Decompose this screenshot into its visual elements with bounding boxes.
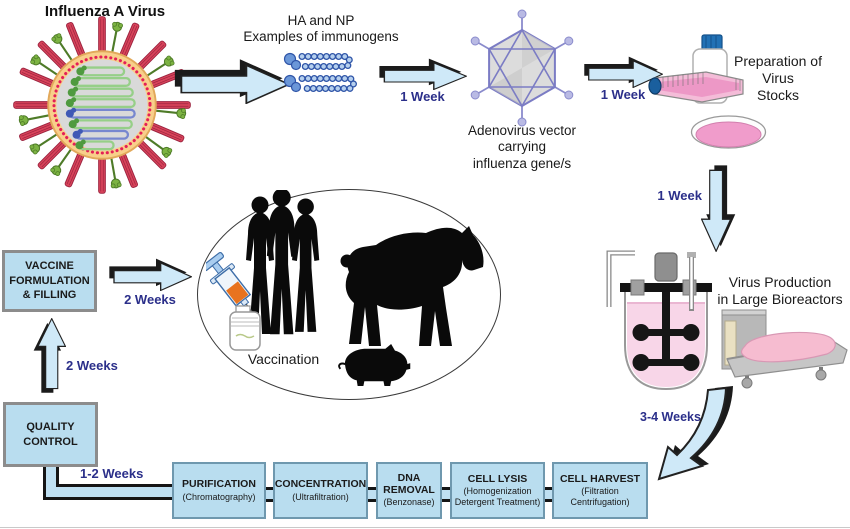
rocker-culture-bag: [740, 331, 836, 363]
duration-label-formulation: 2 Weeks: [66, 358, 118, 373]
people-silhouette: [246, 190, 320, 335]
process-box-subtitle: (Ultrafiltration): [292, 491, 349, 502]
figure-bottom-rule: [0, 527, 850, 528]
immunogen-molecules-illustration: [283, 52, 357, 93]
duration-label-stocks: 1 Week: [657, 188, 702, 203]
vaccination-caption: Vaccination: [247, 351, 320, 367]
adenovirus-caption: Adenovirus vector carrying influenza gen…: [467, 123, 577, 171]
duration-label-adenovirus: 1 Week: [600, 87, 646, 102]
arrow-quality-to-formulation: [32, 317, 67, 394]
process-box-subtitle: (Chromatography): [182, 491, 256, 502]
stirred-tank: [606, 250, 712, 391]
duration-label-vaccination: 2 Weeks: [124, 292, 176, 307]
virus-rna-caps: [65, 65, 87, 150]
virus-matrix-ring: [52, 55, 152, 155]
process-box-title: PURIFICATION: [182, 478, 256, 491]
pipe-purification-to-quality: [43, 467, 176, 500]
horse-silhouette: [340, 226, 484, 346]
bioreactors-caption: Virus Production in Large Bioreactors: [717, 274, 843, 308]
bottle-cap: [701, 34, 723, 51]
duration-label-immunogens: 1 Week: [400, 89, 445, 104]
arrow-stocks-to-bioreactors: [700, 164, 737, 253]
process-box-dna-removal: DNA REMOVAL (Benzonase): [376, 462, 442, 519]
influenza-virus-illustration: [13, 16, 191, 194]
arrow-virus-to-immunogens: [173, 57, 292, 105]
arrow-bioreactors-to-harvest: [657, 386, 733, 481]
process-box-subtitle: (Filtration Centrifugation): [570, 486, 630, 507]
process-box-title: CONCENTRATION: [274, 478, 367, 491]
pig-silhouette: [338, 343, 411, 387]
process-box-title: CELL HARVEST: [559, 472, 641, 485]
petri-dish: [690, 115, 767, 149]
arrow-formulation-to-vaccination: [108, 257, 193, 292]
process-box-title: DNA REMOVAL: [383, 472, 435, 496]
process-box-title: CELL LYSIS: [467, 472, 528, 485]
virus-rna-segments: [68, 66, 136, 151]
flask-cap: [648, 77, 662, 95]
culture-flask: [648, 71, 744, 103]
virus-stocks-caption: Preparation of Virus Stocks: [734, 53, 822, 104]
syringe-icon: [206, 252, 256, 317]
process-box-cell-lysis: CELL LYSIS (Homogenization Detergent Tre…: [450, 462, 545, 519]
quality-control-box: QUALITY CONTROL: [3, 402, 98, 467]
duration-label-harvest: 3-4 Weeks: [640, 410, 701, 424]
duration-label-quality: 1-2 Weeks: [80, 466, 144, 481]
bioreactor-illustration: [606, 250, 848, 391]
pipe-celllysis-cellharvest: [543, 487, 554, 502]
process-box-purification: PURIFICATION (Chromatography): [172, 462, 266, 519]
arrow-adenovirus-to-stocks: [583, 55, 664, 89]
vaccine-formulation-box: VACCINE FORMULATION & FILLING: [2, 250, 97, 312]
process-box-subtitle: (Benzonase): [383, 497, 435, 508]
process-box-concentration: CONCENTRATION (Ultrafiltration): [273, 462, 368, 519]
arrow-immunogens-to-adenovirus: [378, 57, 468, 91]
process-box-cell-harvest: CELL HARVEST (Filtration Centrifugation): [552, 462, 648, 519]
immunogens-caption: HA and NP Examples of immunogens: [243, 13, 399, 45]
pipe-purification-concentration: [264, 487, 275, 502]
vaccine-vial-icon: [229, 305, 261, 351]
influenza-virus-title: Influenza A Virus: [44, 3, 166, 20]
pipe-dnaremoval-celllysis: [440, 487, 452, 502]
process-box-subtitle: (Homogenization Detergent Treatment): [454, 486, 541, 507]
adenovirus-illustration: [470, 9, 574, 127]
syringe-and-vial: [206, 252, 261, 351]
wave-rocker: [721, 309, 848, 389]
virus-stocks-illustration: [648, 34, 767, 149]
pipe-concentration-dnaremoval: [366, 487, 378, 502]
